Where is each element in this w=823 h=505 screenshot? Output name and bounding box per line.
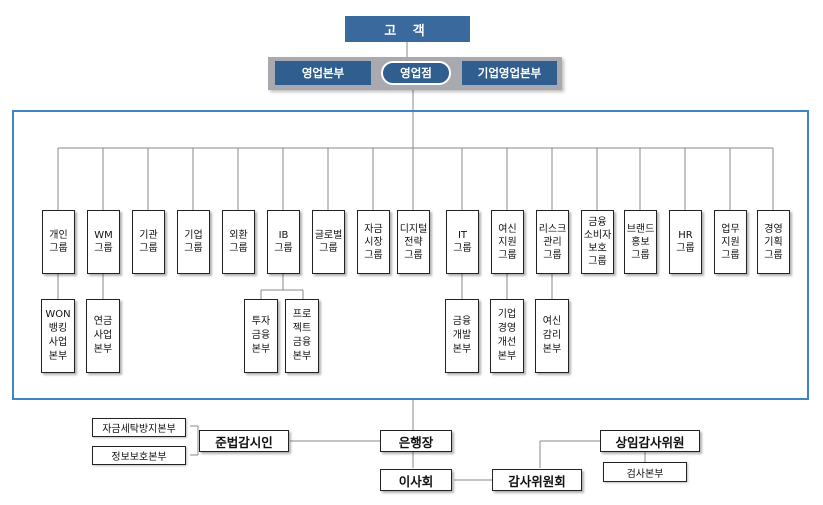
audit-division-label: 검사본부 <box>626 468 664 480</box>
compliance-officer-box: 준법감시인 <box>199 430 289 452</box>
board-of-directors-label: 이사회 <box>398 473 434 489</box>
bank-president-box: 은행장 <box>380 430 452 452</box>
audit-committee-label: 감사위원회 <box>508 473 566 489</box>
sales-division-box: 영업본부 <box>275 61 371 85</box>
sales-division-label: 영업본부 <box>301 66 345 80</box>
branch-label: 영업점 <box>400 66 432 80</box>
aml-division-box: 자금세탁방지본부 <box>92 418 186 437</box>
branch-box: 영업점 <box>381 61 451 85</box>
corporate-sales-division-label: 기업영업본부 <box>477 66 542 80</box>
compliance-officer-label: 준법감시인 <box>215 434 273 450</box>
audit-division-box: 검사본부 <box>603 462 687 482</box>
standing-auditor-box: 상임감사위원 <box>600 430 700 452</box>
customer-box: 고 객 <box>345 16 470 42</box>
infosec-division-box: 정보보호본부 <box>92 446 186 465</box>
infosec-division-label: 정보보호본부 <box>111 452 167 463</box>
aml-division-label: 자금세탁방지본부 <box>102 424 176 435</box>
bank-organization-frame <box>12 110 809 400</box>
customer-label: 고 객 <box>384 23 431 39</box>
audit-committee-box: 감사위원회 <box>492 469 582 491</box>
bank-president-label: 은행장 <box>398 434 434 450</box>
board-of-directors-box: 이사회 <box>380 469 452 491</box>
corporate-sales-division-box: 기업영업본부 <box>462 61 557 85</box>
standing-auditor-label: 상임감사위원 <box>615 434 685 450</box>
